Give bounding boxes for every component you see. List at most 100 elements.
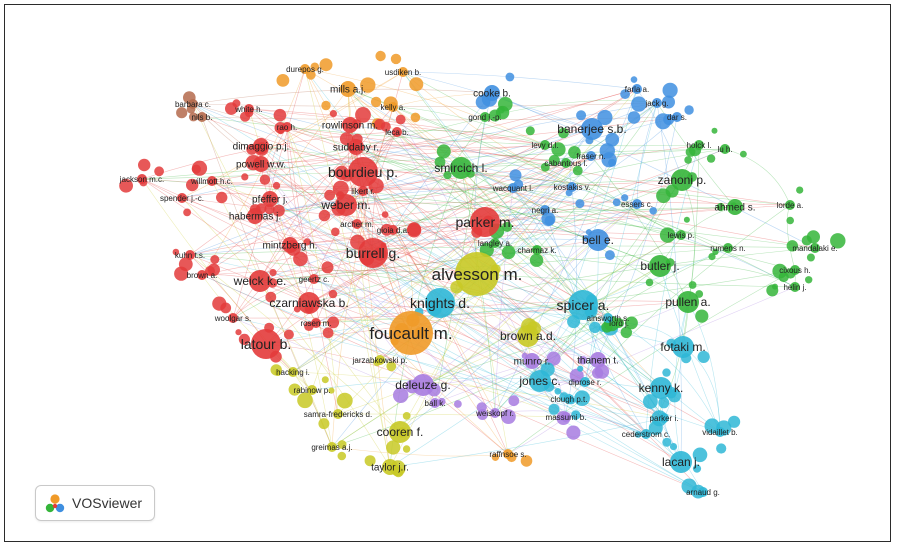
node-label[interactable]: rao h. bbox=[277, 123, 297, 132]
node-weick-k-e[interactable] bbox=[249, 270, 271, 292]
node-label[interactable]: mintzberg h. bbox=[262, 241, 317, 252]
node-lorde-a[interactable] bbox=[785, 200, 795, 210]
node-ainsworth-s[interactable] bbox=[603, 313, 613, 323]
node-label[interactable]: pfeffer j. bbox=[252, 195, 288, 206]
node-negri-a[interactable] bbox=[540, 205, 550, 215]
node-label[interactable]: holck l. bbox=[687, 141, 712, 150]
node-czarniawska-b[interactable] bbox=[298, 292, 320, 314]
node-habermas-j[interactable] bbox=[247, 208, 263, 224]
node-label[interactable]: ball k. bbox=[425, 399, 446, 408]
node-massumi-b[interactable] bbox=[561, 412, 571, 422]
node-label[interactable]: mills a.j. bbox=[330, 85, 366, 96]
node-label[interactable]: langley a. bbox=[478, 239, 512, 248]
node-likert-r[interactable] bbox=[358, 186, 368, 196]
node-label[interactable]: taylor j.r. bbox=[371, 463, 409, 474]
node-label[interactable]: ford j. bbox=[609, 319, 629, 328]
node-label[interactable]: usdiken b. bbox=[385, 68, 421, 77]
node-label[interactable]: brown a. bbox=[187, 271, 218, 280]
node-pullen-a[interactable] bbox=[677, 291, 699, 313]
node-diprose-r[interactable] bbox=[580, 377, 590, 387]
node-greimas-a-j[interactable] bbox=[327, 442, 337, 452]
node-fraser-n[interactable] bbox=[586, 151, 596, 161]
node-deleuze-g[interactable] bbox=[412, 374, 434, 396]
node-alvesson-m[interactable] bbox=[455, 252, 499, 296]
node-weber-m[interactable] bbox=[335, 194, 357, 216]
node-label[interactable]: parker m. bbox=[455, 214, 514, 230]
node-kuhn-t-s[interactable] bbox=[185, 250, 195, 260]
node-label[interactable]: gond j.-p. bbox=[468, 113, 501, 122]
node-smircich-l[interactable] bbox=[450, 157, 472, 179]
node-label[interactable]: cixous h. bbox=[779, 266, 811, 275]
node-label[interactable]: geertz c. bbox=[299, 275, 330, 284]
node-label[interactable]: suddaby r. bbox=[333, 143, 379, 154]
node-jones-c[interactable] bbox=[529, 370, 551, 392]
node-knights-d[interactable] bbox=[425, 288, 455, 318]
node-label[interactable]: jones c. bbox=[518, 374, 560, 388]
node-kostakis-v[interactable] bbox=[567, 182, 577, 192]
node-label[interactable]: essers c. bbox=[621, 200, 653, 209]
node-brown-a[interactable] bbox=[197, 270, 207, 280]
node-label[interactable]: jack g. bbox=[644, 99, 668, 108]
node-label[interactable]: mandalaki e. bbox=[792, 244, 837, 253]
node-spender-j-c[interactable] bbox=[177, 193, 187, 203]
node-label[interactable]: foucault m. bbox=[369, 324, 452, 343]
node-label[interactable]: rosen m. bbox=[300, 319, 331, 328]
node-label[interactable]: lu h. bbox=[717, 145, 732, 154]
node-dimaggio-p-j[interactable] bbox=[253, 138, 269, 154]
node-label[interactable]: cederstrom c. bbox=[622, 430, 670, 439]
node-lewis-p[interactable] bbox=[676, 230, 686, 240]
node-nils-b[interactable] bbox=[197, 112, 207, 122]
node-parker-i[interactable] bbox=[659, 413, 669, 423]
node-label[interactable]: samra-fredericks d. bbox=[304, 410, 372, 419]
node-label[interactable]: kostakis v. bbox=[554, 183, 591, 192]
node-label[interactable]: burrell g. bbox=[346, 245, 400, 261]
node-label[interactable]: levy d.l. bbox=[531, 141, 558, 150]
node-label[interactable]: zanoni p. bbox=[658, 173, 707, 187]
node-lacan-j[interactable] bbox=[670, 451, 692, 473]
node-clough-p-t[interactable] bbox=[564, 394, 574, 404]
node-label[interactable]: alvesson m. bbox=[432, 265, 523, 284]
node-vidaillet-b[interactable] bbox=[715, 427, 725, 437]
node-helin-j[interactable] bbox=[790, 282, 800, 292]
node-rabinow-p[interactable] bbox=[307, 385, 317, 395]
node-gond-j-p[interactable] bbox=[480, 112, 490, 122]
node-archer-m[interactable] bbox=[352, 219, 362, 229]
node-holck-l[interactable] bbox=[694, 140, 704, 150]
node-label[interactable]: wacquant l. bbox=[492, 184, 533, 193]
node-woolgar-s[interactable] bbox=[228, 313, 238, 323]
node-label[interactable]: habermas j. bbox=[229, 212, 281, 223]
node-label[interactable]: weiskopf r. bbox=[475, 409, 514, 418]
node-cixous-h[interactable] bbox=[790, 265, 800, 275]
node-label[interactable]: dar s. bbox=[667, 113, 687, 122]
node-cooren-f[interactable] bbox=[389, 421, 411, 443]
node-rumens-n[interactable] bbox=[723, 243, 733, 253]
node-label[interactable]: archer m. bbox=[340, 220, 374, 229]
node-label[interactable]: weber m. bbox=[320, 198, 370, 212]
node-label[interactable]: banerjee s.b. bbox=[557, 122, 626, 136]
node-label[interactable]: czarniawska b. bbox=[269, 296, 348, 310]
node-label[interactable]: fraser n. bbox=[576, 152, 605, 161]
node-label[interactable]: diprose r. bbox=[569, 378, 602, 387]
node-label[interactable]: brown a.d. bbox=[500, 329, 556, 343]
node-bell-e[interactable] bbox=[587, 229, 609, 251]
node-thanem-t[interactable] bbox=[590, 352, 606, 368]
node-label[interactable]: weick k.e. bbox=[233, 274, 287, 288]
node-ford-j[interactable] bbox=[614, 318, 624, 328]
node-gioia-d-a[interactable] bbox=[388, 225, 398, 235]
node-spicer-a[interactable] bbox=[568, 290, 598, 320]
node-jarzabkowski-p[interactable] bbox=[375, 355, 385, 365]
node-label[interactable]: lacan j. bbox=[662, 455, 700, 469]
node-label[interactable]: arnaud g. bbox=[686, 488, 720, 497]
node-label[interactable]: deleuze g. bbox=[395, 378, 450, 392]
node-label[interactable]: vidaillet b. bbox=[702, 428, 738, 437]
node-label[interactable]: raffnsoe s. bbox=[489, 450, 526, 459]
node-label[interactable]: cooke b. bbox=[473, 89, 511, 100]
node-latour-b[interactable] bbox=[251, 329, 281, 359]
node-foucault-m[interactable] bbox=[389, 311, 433, 355]
node-bourdieu-p[interactable] bbox=[348, 157, 378, 187]
node-ahmed-s[interactable] bbox=[727, 199, 743, 215]
node-taylor-j-r[interactable] bbox=[382, 459, 398, 475]
node-label[interactable]: greimas a.j. bbox=[311, 443, 352, 452]
node-label[interactable]: butler j. bbox=[640, 259, 679, 273]
node-label[interactable]: bourdieu p. bbox=[328, 164, 398, 180]
